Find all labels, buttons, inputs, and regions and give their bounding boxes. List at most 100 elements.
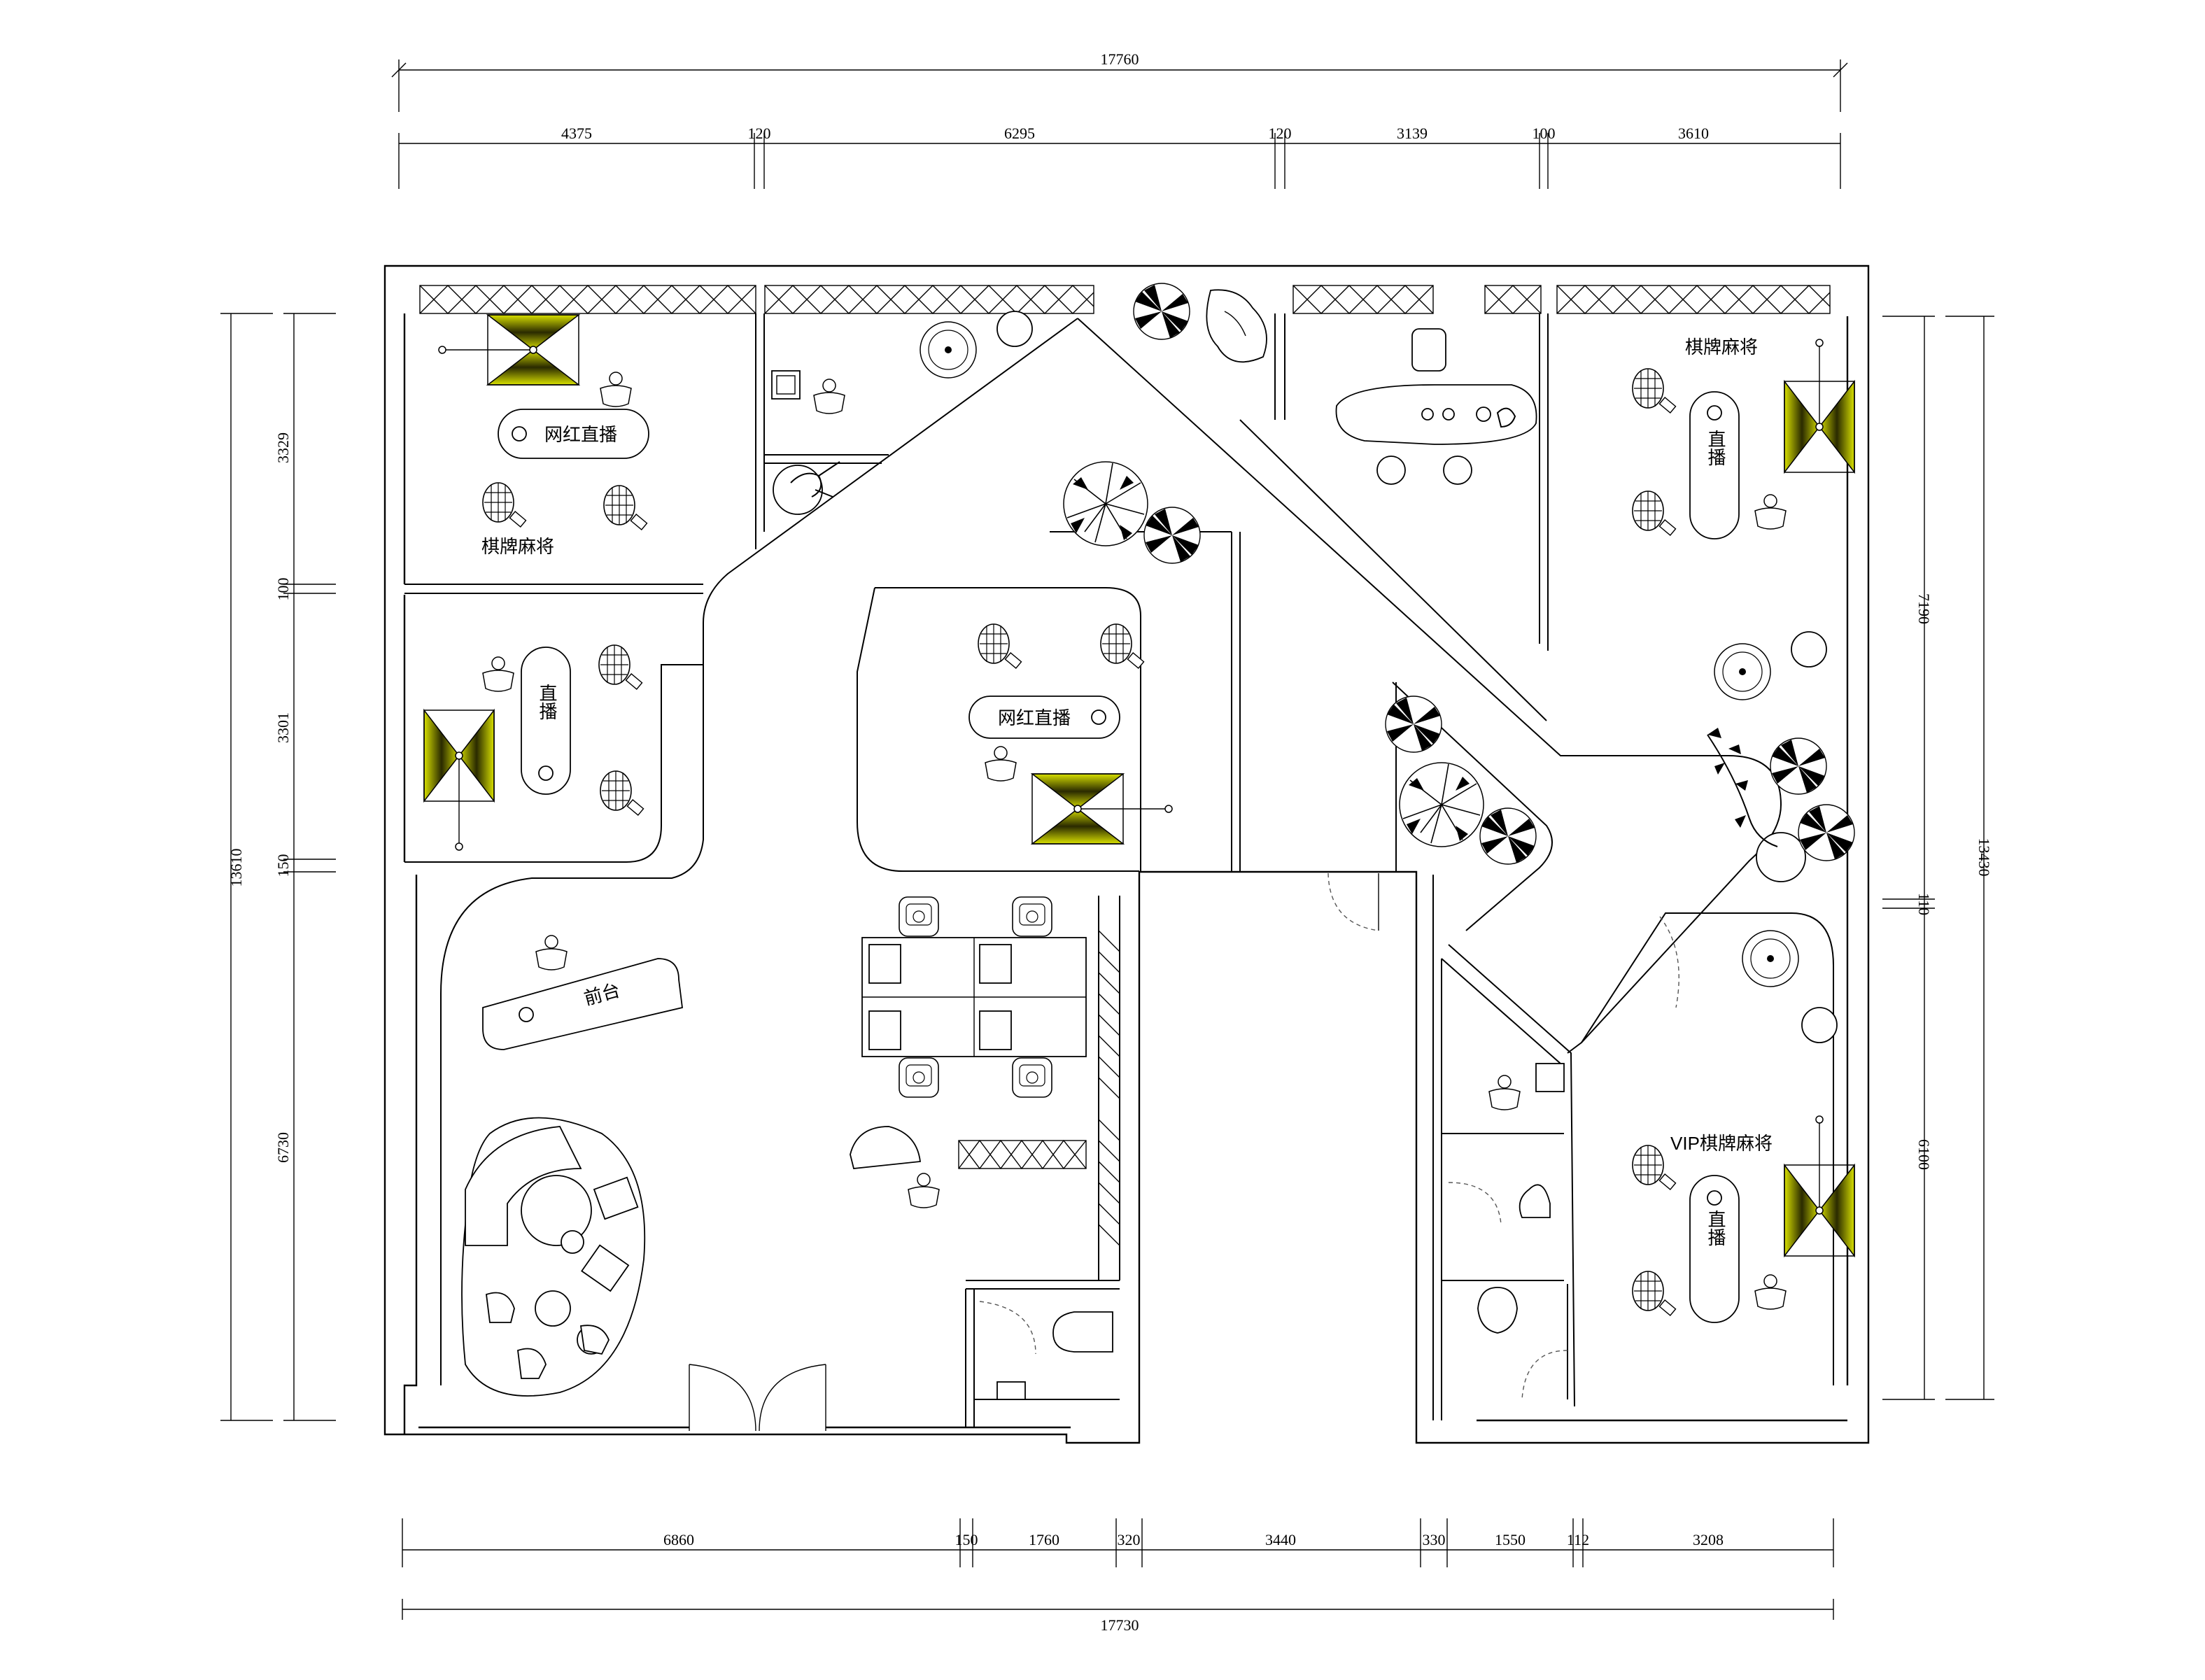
dim-right-total-text: 13430 <box>1975 838 1993 877</box>
plant-icon <box>1798 804 1855 861</box>
person-icon <box>1754 494 1787 530</box>
plant-icon <box>920 321 977 379</box>
table-icon: 直播 <box>1689 1175 1740 1323</box>
plant-icon <box>773 465 823 515</box>
dim-bottom-seg-6: 330 <box>1423 1531 1446 1548</box>
dim-right-seg-1: 7190 <box>1915 593 1933 624</box>
chair-icon <box>978 623 1022 669</box>
table-icon: 网红直播 <box>498 409 649 459</box>
dim-top-seg-1: 4375 <box>561 125 592 142</box>
plant-icon <box>996 311 1033 347</box>
dimension-bottom-total: 17730 <box>402 1599 1834 1634</box>
plant-icon <box>790 461 840 497</box>
dim-top-seg-5: 3139 <box>1397 125 1428 142</box>
reception-desk: 前台 <box>482 958 683 1050</box>
left-mid-desk-label: 直播 <box>537 684 558 720</box>
center-desk-label: 网红直播 <box>998 707 1071 728</box>
plant-icon <box>1714 643 1771 700</box>
chair-icon <box>1100 623 1145 669</box>
top-windows <box>419 285 1831 314</box>
plant-icon <box>1801 1007 1838 1043</box>
door-icon <box>689 873 1679 1432</box>
chair-icon <box>1632 1145 1677 1190</box>
lounge-chair <box>850 1126 940 1208</box>
office-desks <box>861 937 1087 1170</box>
pendant-lamp-icon <box>438 314 579 386</box>
dim-left-seg-3: 3301 <box>274 712 292 743</box>
dim-bottom-seg-7: 1550 <box>1495 1531 1526 1548</box>
dim-bottom-seg-8: 112 <box>1567 1531 1589 1548</box>
plant-icon <box>1143 507 1201 564</box>
dim-bottom-seg-3: 1760 <box>1029 1531 1059 1548</box>
plant-icon <box>1770 737 1827 795</box>
dim-left-total-text: 13610 <box>227 849 245 887</box>
dim-top-seg-2: 120 <box>748 125 771 142</box>
dim-top-seg-3: 6295 <box>1004 125 1035 142</box>
chair-icon <box>899 896 939 937</box>
plant-icon <box>1479 807 1537 865</box>
dimension-right-segments: 7190 110 6100 <box>1882 316 1935 1400</box>
chair-icon <box>1632 490 1677 536</box>
dimension-right-total: 13430 <box>1945 316 1994 1400</box>
dim-top-total-text: 17760 <box>1101 50 1139 68</box>
pendant-lamp-icon <box>1784 1115 1855 1257</box>
dim-left-seg-2: 100 <box>274 578 292 601</box>
top-right-desk-label: 直播 <box>1705 430 1726 466</box>
chair-icon <box>598 644 643 690</box>
dim-top-seg-4: 120 <box>1269 125 1292 142</box>
plant-icon <box>1756 832 1806 882</box>
toilet-icon <box>1052 1184 1551 1353</box>
person-icon <box>813 379 845 414</box>
chair-icon <box>899 1057 939 1098</box>
chair-icon <box>482 482 527 528</box>
dim-bottom-seg-2: 150 <box>955 1531 978 1548</box>
dimension-left-total: 13610 <box>220 313 273 1421</box>
dimension-left-segments: 3329 100 3301 150 6730 <box>274 313 336 1421</box>
dim-right-seg-2: 110 <box>1915 893 1933 915</box>
person-icon <box>1754 1274 1787 1310</box>
plant-icon <box>1496 407 1778 847</box>
plant-icon <box>1742 930 1799 987</box>
chair-icon <box>1632 1271 1677 1316</box>
sofa-icon <box>461 1117 646 1397</box>
dimension-top-segments: 4375 120 6295 120 3139 100 3610 <box>398 125 1841 189</box>
bottom-right-room-label: VIP棋牌麻将 <box>1670 1133 1773 1154</box>
dim-top-seg-6: 100 <box>1533 125 1556 142</box>
tree-icon <box>1399 762 1484 847</box>
person-icon <box>535 935 568 970</box>
bottom-right-desk-label: 直播 <box>1705 1210 1726 1246</box>
dim-top-seg-7: 3610 <box>1678 125 1709 142</box>
table-icon: 网红直播 <box>968 696 1120 739</box>
table-icon: 直播 <box>1689 391 1740 539</box>
pendant-lamp-icon <box>1784 339 1855 473</box>
dim-bottom-seg-9: 3208 <box>1693 1531 1724 1548</box>
chair-icon <box>1632 368 1677 414</box>
dim-bottom-total-text: 17730 <box>1101 1616 1139 1634</box>
person-icon <box>482 656 514 692</box>
rock-decor <box>1206 289 1267 363</box>
dim-bottom-seg-5: 3440 <box>1265 1531 1296 1548</box>
dim-bottom-seg-1: 6860 <box>663 1531 694 1548</box>
chair-icon <box>1012 1057 1052 1098</box>
tree-icon <box>1063 461 1148 546</box>
top-left-desk-label: 网红直播 <box>544 424 617 445</box>
person-icon <box>985 746 1017 782</box>
bar-counter <box>1335 328 1537 485</box>
pendant-lamp-icon <box>423 710 495 851</box>
table-icon: 直播 <box>521 647 571 795</box>
plant-icon <box>1385 696 1442 753</box>
dim-left-seg-1: 3329 <box>274 432 292 463</box>
chair-icon <box>603 485 648 530</box>
dim-left-seg-5: 6730 <box>274 1132 292 1163</box>
pendant-lamp-icon <box>1031 773 1173 845</box>
top-right-room-label: 棋牌麻将 <box>1685 337 1758 358</box>
chair-icon <box>600 770 644 816</box>
chair-icon <box>1012 896 1052 937</box>
person-icon <box>1488 1075 1521 1110</box>
plant-icon <box>1791 631 1827 668</box>
dim-bottom-seg-4: 320 <box>1118 1531 1141 1548</box>
person-icon <box>600 372 632 407</box>
plant-icon <box>1133 283 1190 340</box>
dimension-top-total: 17760 <box>391 50 1848 112</box>
